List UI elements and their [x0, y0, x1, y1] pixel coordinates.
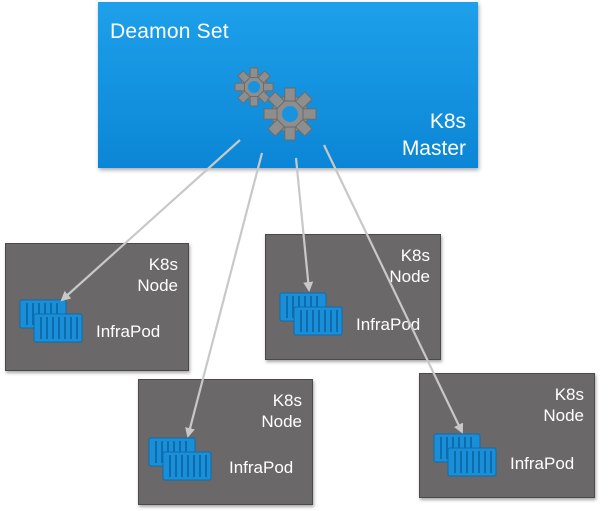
arrow-to-node-4	[323, 144, 464, 434]
node-1-label: K8s Node	[137, 254, 178, 296]
arrow-to-node-1	[60, 139, 241, 302]
node-1-label-node: Node	[137, 276, 178, 295]
node-3-label-k8s: K8s	[272, 391, 302, 410]
arrow-to-node-3	[185, 152, 264, 438]
node-2-label-k8s: K8s	[400, 246, 430, 265]
node-4-pod-label: InfraPod	[510, 454, 575, 473]
node-3-pod-label: InfraPod	[229, 458, 294, 477]
k8s-node-1: K8s Node InfraPod	[5, 243, 189, 371]
shipping-container-icon	[19, 299, 83, 343]
daemon-set-title: Deamon Set	[110, 20, 229, 43]
daemon-set-master: Deamon Set K8s Master	[98, 2, 478, 168]
k8s-node-4: K8s Node InfraPod	[419, 373, 595, 498]
node-1-label-k8s: K8s	[148, 255, 178, 274]
node-1-pod-label: InfraPod	[96, 322, 161, 341]
master-label: K8s Master	[402, 108, 466, 162]
shipping-container-icon	[148, 437, 212, 481]
shipping-container-icon	[433, 433, 497, 477]
node-4-label-k8s: K8s	[554, 385, 584, 404]
node-2-label: K8s Node	[389, 245, 430, 287]
k8s-node-3: K8s Node InfraPod	[138, 379, 313, 505]
node-4-label-node: Node	[543, 406, 584, 425]
k8s-node-2: K8s Node InfraPod	[265, 234, 441, 360]
node-2-pod-label: InfraPod	[356, 315, 421, 334]
node-3-label: K8s Node	[261, 390, 302, 432]
arrow-to-node-2	[294, 157, 314, 292]
master-label-k8s: K8s	[429, 110, 466, 133]
node-2-label-node: Node	[389, 267, 430, 286]
shipping-container-icon	[279, 292, 343, 336]
node-3-label-node: Node	[261, 412, 302, 431]
master-label-master: Master	[401, 137, 466, 160]
node-4-label: K8s Node	[543, 384, 584, 426]
gears-icon	[234, 67, 317, 141]
